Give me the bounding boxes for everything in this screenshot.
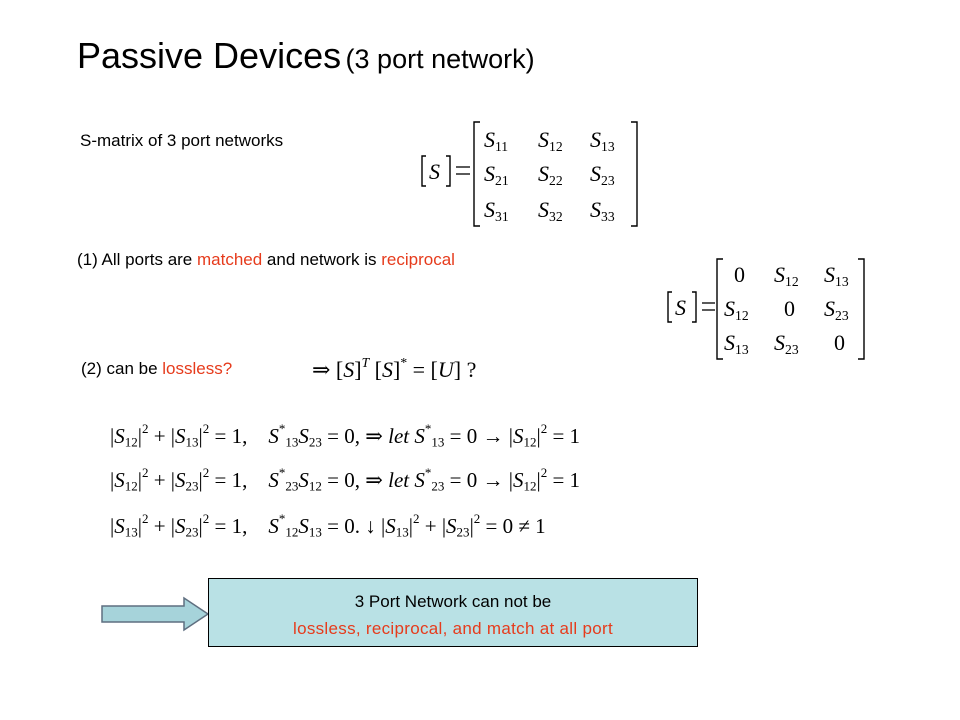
matrix-cell: S33 xyxy=(590,197,615,225)
matrix-cell: S31 xyxy=(484,197,509,225)
matrix-cell: 0 xyxy=(784,296,795,321)
conclusion-box: 3 Port Network can not be lossless, reci… xyxy=(208,578,698,647)
matrix-cell: 0 xyxy=(734,262,745,287)
matrix-cell: S23 xyxy=(774,330,799,358)
matrix-cell: S11 xyxy=(484,127,509,155)
matrix-cell: S23 xyxy=(824,296,849,324)
matrix-cell: S12 xyxy=(538,127,563,155)
matrix-cell: S32 xyxy=(538,197,563,225)
condition-1: (1) All ports are matched and network is… xyxy=(77,250,455,269)
matrix-cell: S23 xyxy=(590,161,615,189)
matrix-cell: S13 xyxy=(724,330,749,358)
matrix-cell: S12 xyxy=(724,296,749,324)
matrix-brackets xyxy=(421,121,638,227)
title-main: Passive Devices xyxy=(77,35,342,76)
general-s-matrix: S S11 S12 S13 S21 S22 S23 S31 S32 S33 xyxy=(418,120,638,228)
matrix-cell: S22 xyxy=(538,161,563,189)
conclusion-line-1: 3 Port Network can not be xyxy=(354,592,552,611)
equation-3: |S13|2 + |S23|2 = 1, S*12S13 = 0. ↓ |S13… xyxy=(110,511,546,540)
matrix-cell: 0 xyxy=(834,330,845,355)
reciprocal-s-matrix: S 0 S12 S13 S12 0 S23 S13 S23 0 xyxy=(664,257,874,361)
smatrix-label: S-matrix of 3 port networks xyxy=(80,131,284,150)
reciprocal-highlight: reciprocal xyxy=(381,250,455,269)
matched-highlight: matched xyxy=(197,250,263,269)
matrix-brackets xyxy=(667,258,865,360)
title-subtitle: (3 port network) xyxy=(345,44,535,74)
unitary-condition: ⇒ [S]T [S]* = [U] ? xyxy=(312,355,477,383)
conclusion-line-2: lossless, reciprocal, and match at all p… xyxy=(293,619,613,638)
matrix-cell: S13 xyxy=(590,127,615,155)
lossless-highlight: lossless? xyxy=(162,359,233,378)
equation-1: |S12|2 + |S13|2 = 1, S*13S23 = 0, ⇒ let … xyxy=(110,421,581,450)
page-title: Passive Devices (3 port network) xyxy=(77,38,535,74)
matrix-cell: S13 xyxy=(824,262,849,290)
equation-2: |S12|2 + |S23|2 = 1, S*23S12 = 0, ⇒ let … xyxy=(110,465,581,494)
condition-2: (2) can be lossless? xyxy=(81,359,233,378)
matrix-cell: S12 xyxy=(774,262,799,290)
right-arrow-icon xyxy=(101,596,210,632)
matrix-cell: S21 xyxy=(484,161,509,189)
